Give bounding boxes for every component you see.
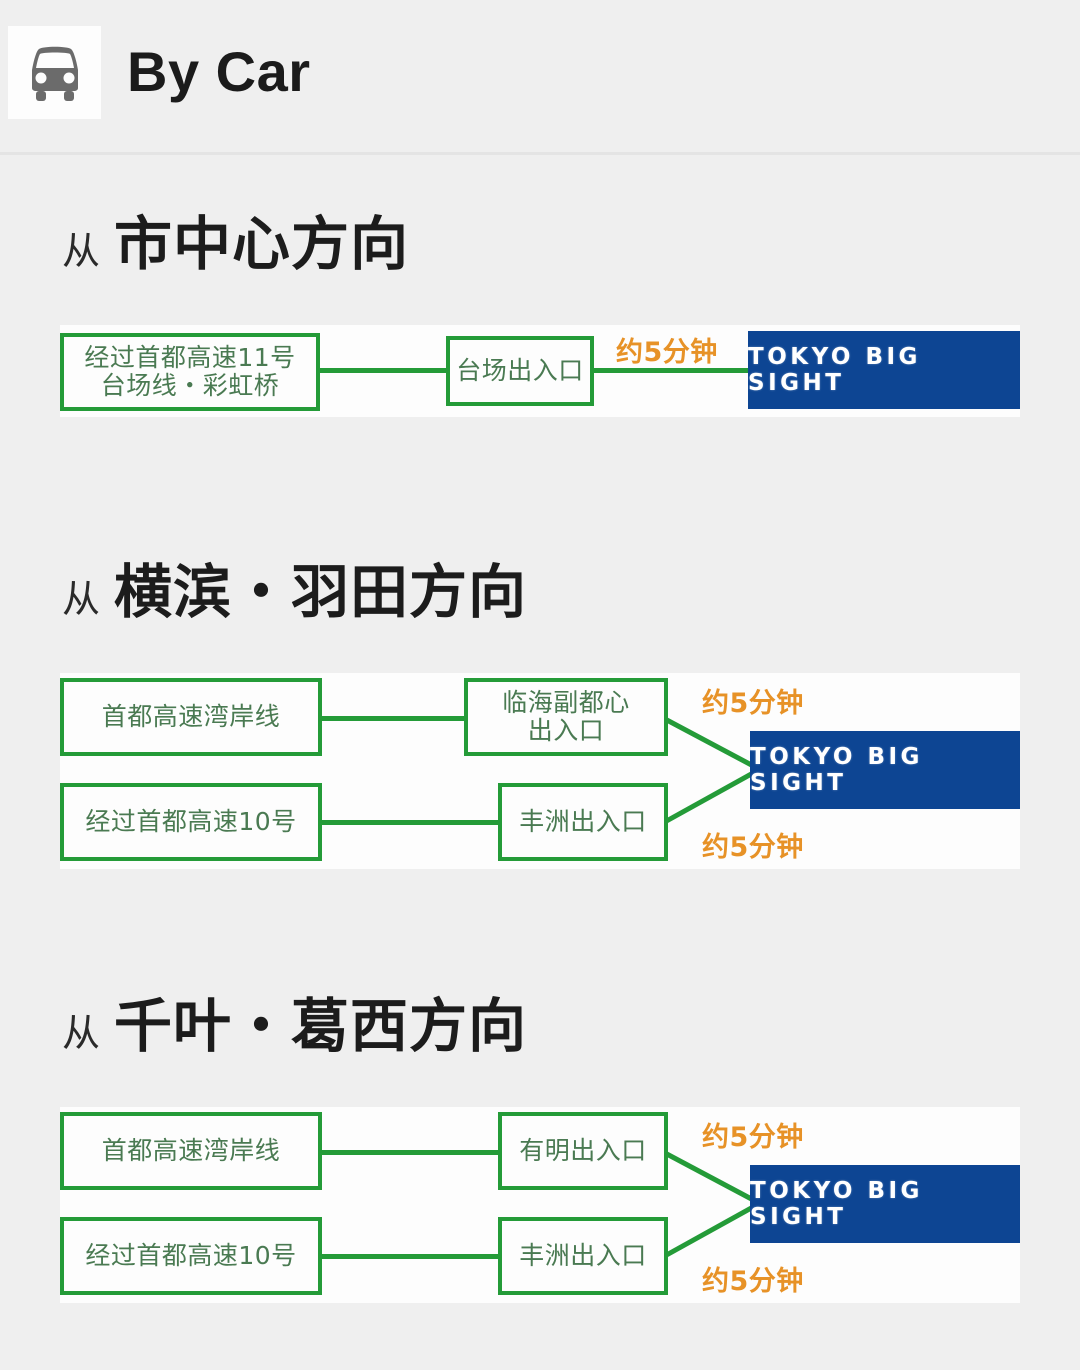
origin-label: 经过首都高速10号 [85,1241,297,1271]
connector-line [318,1150,500,1155]
route-origin-node[interactable]: 经过首都高速10号 [60,1217,322,1295]
heading-text: 千叶・葛西方向 [114,992,528,1060]
destination-tokyo-big-sight[interactable]: TOKYO BIG SIGHT [750,1165,1020,1243]
section-chiba-kasai: 从 千叶・葛西方向 首都高速湾岸线 有明出入口 约5分钟 经过首都高速10号 丰… [0,979,1080,1303]
route-exit-node[interactable]: 有明出入口 [498,1112,668,1190]
route-exit-node[interactable]: 临海副都心 出入口 [464,678,668,756]
page-title: By Car [127,39,311,103]
route-origin-node[interactable]: 首都高速湾岸线 [60,678,322,756]
section-heading: 从 市中心方向 [0,197,1080,281]
section-city-center: 从 市中心方向 经过首都高速11号 台场线・彩虹桥 台场出入口 约5分钟 TOK… [0,197,1080,417]
exit-label: 台场出入口 [456,356,584,386]
heading-text: 市中心方向 [114,210,410,278]
connector-line [580,368,770,373]
route-origin-node[interactable]: 经过首都高速11号 台场线・彩虹桥 [60,333,320,411]
route-origin-node[interactable]: 首都高速湾岸线 [60,1112,322,1190]
connector-line [318,1254,500,1259]
car-front-icon [8,25,101,119]
travel-duration: 约5分钟 [702,1122,804,1153]
travel-duration: 约5分钟 [702,1266,804,1297]
section-heading: 从 千叶・葛西方向 [0,979,1080,1063]
origin-label: 首都高速湾岸线 [101,1136,281,1166]
section-heading: 从 横滨・羽田方向 [0,545,1080,629]
exit-label-line1: 临海副都心 [502,688,630,717]
page-header: By Car [0,0,1080,155]
destination-tokyo-big-sight[interactable]: TOKYO BIG SIGHT [748,331,1020,409]
connector-line [318,716,468,721]
route-origin-node[interactable]: 经过首都高速10号 [60,783,322,861]
section-yokohama-haneda: 从 横滨・羽田方向 首都高速湾岸线 临海副都心 出入口 约5分钟 经过首都高速1… [0,545,1080,869]
origin-label: 经过首都高速10号 [85,807,297,837]
exit-label-line2: 出入口 [527,716,605,745]
connector-line [318,820,500,825]
route-diagram: 经过首都高速11号 台场线・彩虹桥 台场出入口 约5分钟 TOKYO BIG S… [60,325,1020,417]
origin-label: 首都高速湾岸线 [101,702,281,732]
travel-duration: 约5分钟 [702,832,804,863]
exit-label: 丰洲出入口 [519,807,647,837]
connector-line [315,368,515,373]
heading-from-prefix: 从 [62,1011,101,1055]
origin-label-line1: 经过首都高速11号 [84,343,296,372]
route-exit-node[interactable]: 丰洲出入口 [498,783,668,861]
travel-duration: 约5分钟 [702,688,804,719]
route-exit-node[interactable]: 丰洲出入口 [498,1217,668,1295]
heading-text: 横滨・羽田方向 [114,558,528,626]
route-diagram: 首都高速湾岸线 有明出入口 约5分钟 经过首都高速10号 丰洲出入口 约5分钟 … [60,1107,1020,1303]
exit-label: 有明出入口 [519,1136,647,1166]
exit-label: 丰洲出入口 [519,1241,647,1271]
heading-from-prefix: 从 [62,577,101,621]
travel-duration: 约5分钟 [616,337,718,368]
heading-from-prefix: 从 [62,229,101,273]
route-exit-node[interactable]: 台场出入口 [446,336,594,406]
destination-tokyo-big-sight[interactable]: TOKYO BIG SIGHT [750,731,1020,809]
route-diagram: 首都高速湾岸线 临海副都心 出入口 约5分钟 经过首都高速10号 丰洲出入口 约… [60,673,1020,869]
origin-label-line2: 台场线・彩虹桥 [100,371,280,400]
